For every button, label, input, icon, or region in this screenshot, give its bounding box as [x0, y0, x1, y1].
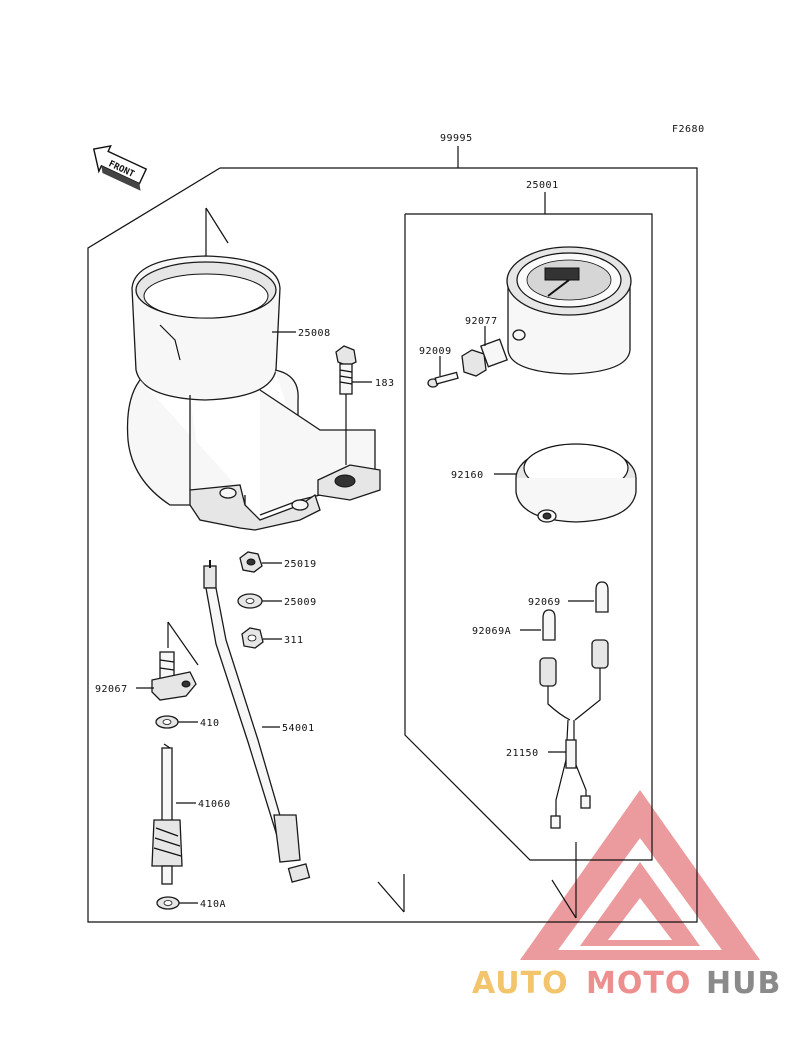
watermark-hub: HUB — [706, 966, 781, 1001]
watermark-text: AUTO MOTO HUB — [472, 966, 781, 1001]
subassembly-border — [404, 213, 653, 861]
label-41060: 41060 — [198, 799, 231, 810]
bolt-183 — [335, 345, 357, 465]
assembly-border — [87, 167, 698, 923]
watermark-auto: AUTO — [472, 966, 569, 1001]
label-410a: 410A — [200, 899, 226, 910]
label-25009: 25009 — [284, 597, 317, 608]
label-92160: 92160 — [451, 470, 484, 481]
washer-410 — [155, 715, 179, 729]
assembly-number-label: 99995 — [440, 133, 473, 144]
label-92067: 92067 — [95, 684, 128, 695]
front-arrow-icon: FRONT — [92, 144, 148, 191]
label-92077: 92077 — [465, 316, 498, 327]
part-92077 — [461, 338, 508, 377]
part-92067 — [151, 651, 197, 701]
label-92009: 92009 — [419, 346, 452, 357]
watermark-moto: MOTO — [586, 966, 691, 1001]
screw-92009 — [427, 371, 459, 388]
label-21150: 21150 — [506, 748, 539, 759]
label-92069: 92069 — [528, 597, 561, 608]
ring-92160 — [515, 443, 637, 523]
label-410: 410 — [200, 718, 220, 729]
wire-harness-21150 — [539, 639, 609, 829]
label-311: 311 — [284, 635, 304, 646]
washer-25009 — [237, 593, 263, 609]
washer-410a — [156, 896, 180, 910]
meter-cup-bracket — [126, 255, 381, 531]
cable-54001 — [203, 560, 311, 883]
nut-25019 — [239, 551, 263, 573]
nut-311 — [241, 627, 264, 649]
label-92069a: 92069A — [472, 626, 511, 637]
gear-shaft-41060 — [151, 743, 183, 885]
label-25008: 25008 — [298, 328, 331, 339]
speedometer-head — [506, 246, 632, 375]
label-25019: 25019 — [284, 559, 317, 570]
bulb-92069a — [542, 609, 556, 641]
label-54001: 54001 — [282, 723, 315, 734]
bulb-92069 — [595, 581, 609, 613]
figure-code: F2680 — [672, 124, 705, 135]
subassembly-number-label: 25001 — [526, 180, 559, 191]
label-183: 183 — [375, 378, 395, 389]
